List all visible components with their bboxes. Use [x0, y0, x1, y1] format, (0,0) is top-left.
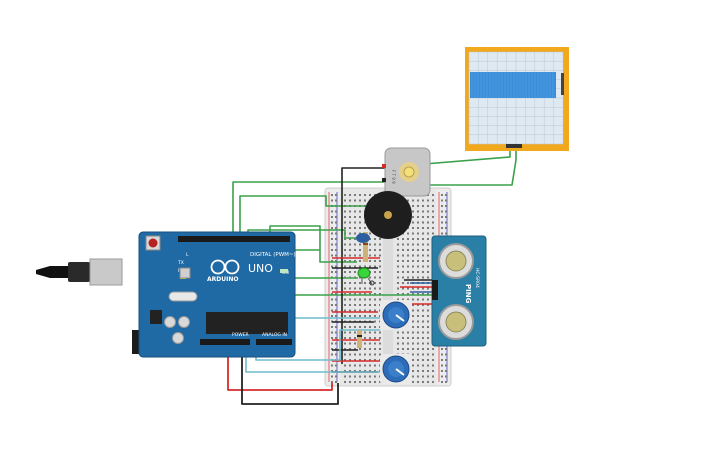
tx-label: TX — [177, 260, 184, 266]
arduino-brand-label: ARDUINO — [207, 276, 238, 283]
analog-header[interactable] — [256, 339, 292, 345]
uno-logo-text: UNO — [248, 262, 273, 275]
power-label: POWER — [232, 332, 249, 338]
arduino-infinity-logo — [210, 259, 240, 275]
l-led-label: L — [186, 252, 189, 258]
motor-label: F T 9 9 — [391, 170, 396, 184]
ultrasonic-sensor[interactable]: PING HC-SR04 — [431, 235, 487, 347]
green-led[interactable] — [357, 267, 375, 286]
resistor[interactable] — [357, 330, 362, 348]
usb-cable-icon — [36, 258, 123, 286]
potentiometer-2[interactable] — [380, 354, 412, 384]
potentiometer-1[interactable] — [380, 300, 412, 330]
digital-header[interactable] — [178, 236, 290, 242]
piezo-buzzer[interactable] — [364, 191, 412, 239]
analog-label: ANALOG IN — [262, 332, 287, 338]
transistor[interactable] — [356, 233, 370, 243]
dc-motor[interactable]: F T 9 9 — [382, 147, 431, 197]
reset-button[interactable] — [145, 235, 161, 251]
atmega-chip — [206, 312, 288, 334]
wires — [227, 150, 517, 405]
power-header[interactable] — [200, 339, 250, 345]
arduino-uno-board[interactable]: DIGITAL (PWM~) ARDUINO UNO TX RX L ON PO… — [36, 231, 296, 358]
sensor-brand-label: PING — [464, 284, 472, 304]
oscilloscope-signal — [470, 72, 556, 98]
sensor-model-label: HC-SR04 — [474, 268, 480, 288]
oscilloscope[interactable] — [465, 47, 569, 151]
digital-label: DIGITAL (PWM~) — [250, 252, 296, 258]
